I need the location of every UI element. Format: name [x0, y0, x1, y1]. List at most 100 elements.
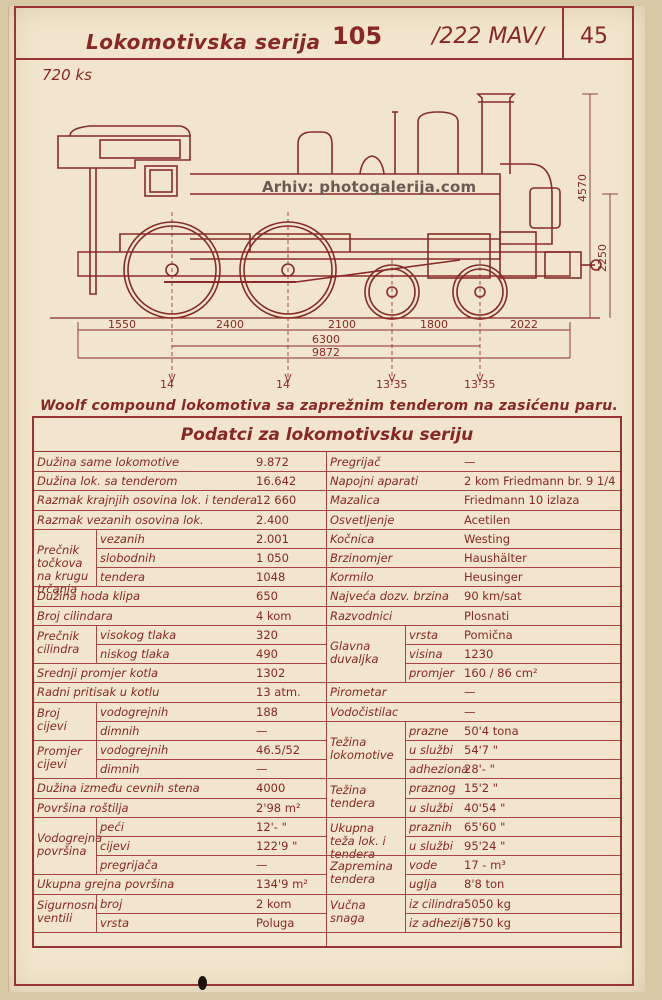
left-sub-value: 2 kom	[256, 896, 292, 911]
right-group-divider	[405, 816, 406, 856]
right-group-label: Glavna duvaljka	[330, 638, 379, 666]
right-row-label: Vodočistilac	[330, 704, 399, 719]
right-row-value: —	[464, 704, 476, 719]
right-sub-value: 1230	[464, 647, 494, 661]
right-row-rule	[327, 932, 620, 933]
right-row-rule	[327, 605, 620, 607]
left-row-label: Dužina hoda klipa	[37, 589, 141, 604]
right-row-label: Najveća dozv. brzina	[330, 589, 449, 604]
left-row-rule	[34, 509, 326, 511]
left-sub-value: 1048	[256, 570, 286, 585]
right-group-label: Zapremina tendera	[330, 859, 393, 887]
right-row-value: Friedmann 10 izlaza	[464, 493, 580, 508]
left-sub-rule	[96, 644, 326, 645]
right-row-value: Plosnati	[464, 608, 510, 623]
data-table: Podatci za lokomotivsku seriju Dužina sa…	[32, 416, 622, 948]
right-row-label: Pirometar	[330, 685, 387, 700]
right-sub-value: 17 - m³	[464, 858, 506, 873]
dim-2100: 2100	[328, 318, 356, 331]
left-group-label: Sigurnosni ventili	[37, 897, 98, 925]
left-group-divider	[96, 816, 97, 875]
right-sub-label: u službi	[409, 800, 453, 815]
left-sub-label: vrsta	[100, 915, 130, 930]
left-sub-rule	[96, 548, 326, 549]
right-sub-rule	[405, 874, 620, 876]
right-sub-value: 15'2 "	[464, 781, 499, 796]
left-row-rule	[34, 663, 326, 665]
right-row-rule	[327, 528, 620, 530]
left-group-label: Vodogrejna površina	[37, 830, 103, 858]
right-sub-label: adheziona	[409, 762, 469, 777]
left-row-value: 4 kom	[256, 608, 292, 623]
left-sub-label: vezanih	[100, 531, 145, 546]
left-group-divider	[96, 528, 97, 587]
right-row-value: Heusinger	[464, 570, 523, 585]
right-sub-label: praznog	[409, 781, 456, 796]
watermark: Arhiv: photogalerija.com	[262, 178, 477, 196]
right-row-value: Westing	[464, 531, 511, 546]
left-sub-value: 12'- "	[256, 819, 287, 834]
right-sub-value: 54'7 "	[464, 743, 499, 757]
right-group-divider	[405, 778, 406, 817]
dim-9872: 9872	[312, 346, 340, 359]
left-sub-value: —	[256, 762, 268, 777]
right-row-label: Mazalica	[330, 493, 380, 508]
left-sub-value: —	[256, 723, 268, 738]
dim-4570: 4570	[576, 174, 589, 202]
right-group-label: Ukupna teža lok. i tendera	[330, 821, 386, 861]
left-sub-value: —	[256, 858, 268, 873]
right-sub-label: vode	[409, 858, 438, 873]
page-header: Lokomotivska serija 105 /222 MAV/ 45	[14, 6, 634, 60]
left-group-divider	[96, 701, 97, 740]
locomotive-drawing: 1550 2400 2100 1800 2022 6300 9872 4570 …	[50, 93, 618, 390]
horsepower-label: 720 ks	[42, 66, 92, 84]
header-divider	[562, 6, 564, 60]
right-group-label: Težina lokomotive	[330, 734, 394, 762]
right-row-label: Pregrijač	[330, 455, 381, 469]
right-row-rule	[327, 509, 620, 511]
left-row-rule	[34, 778, 326, 780]
right-row-rule	[327, 701, 620, 703]
right-row-rule	[327, 490, 620, 492]
dim-6300: 6300	[312, 333, 340, 346]
left-sub-rule	[96, 759, 326, 761]
left-sub-label: vodogrejnih	[100, 704, 169, 719]
dim-2250: 2250	[596, 244, 609, 272]
locomotive-description: Woolf compound lokomotiva sa zaprežnim t…	[40, 398, 619, 414]
axle-load-2: 14	[276, 378, 290, 390]
left-sub-label: cijevi	[100, 839, 130, 853]
left-sub-value: 490	[256, 647, 278, 661]
right-sub-rule	[405, 912, 620, 914]
left-row-value: 13 atm.	[256, 685, 301, 700]
right-row-rule	[327, 548, 620, 549]
left-row-value: 134'9 m²	[256, 877, 308, 892]
dim-1800: 1800	[420, 318, 448, 331]
left-row-rule	[34, 682, 326, 684]
right-row-rule	[327, 720, 620, 722]
right-group-divider	[405, 855, 406, 894]
left-row-rule	[34, 586, 326, 588]
right-sub-label: prazne	[409, 723, 449, 738]
left-sub-value: 2.001	[256, 531, 289, 546]
left-sub-rule	[96, 836, 326, 837]
right-row-label: Osvetljenje	[330, 512, 395, 527]
right-sub-label: promjer	[409, 666, 455, 681]
left-group-divider	[96, 893, 97, 932]
right-row-rule	[327, 624, 620, 626]
right-group-divider	[405, 893, 406, 932]
left-sub-rule	[96, 855, 326, 857]
left-sub-value: 1 050	[256, 551, 289, 565]
left-row-label: Radni pritisak u kotlu	[37, 685, 160, 700]
left-row-rule	[34, 816, 326, 818]
right-sub-rule	[405, 836, 620, 837]
right-sub-value: 95'24 "	[464, 839, 506, 853]
left-row-value: 650	[256, 589, 278, 604]
left-row-label: Broj cilindara	[37, 608, 113, 623]
right-group-label: Vučna snaga	[330, 897, 366, 925]
right-sub-label: iz adhezije	[409, 915, 471, 930]
left-sub-value: 188	[256, 704, 278, 719]
left-row-rule	[34, 932, 326, 933]
right-row-value: Haushälter	[464, 551, 527, 565]
left-row-rule	[34, 471, 326, 473]
right-group-divider	[405, 624, 406, 683]
